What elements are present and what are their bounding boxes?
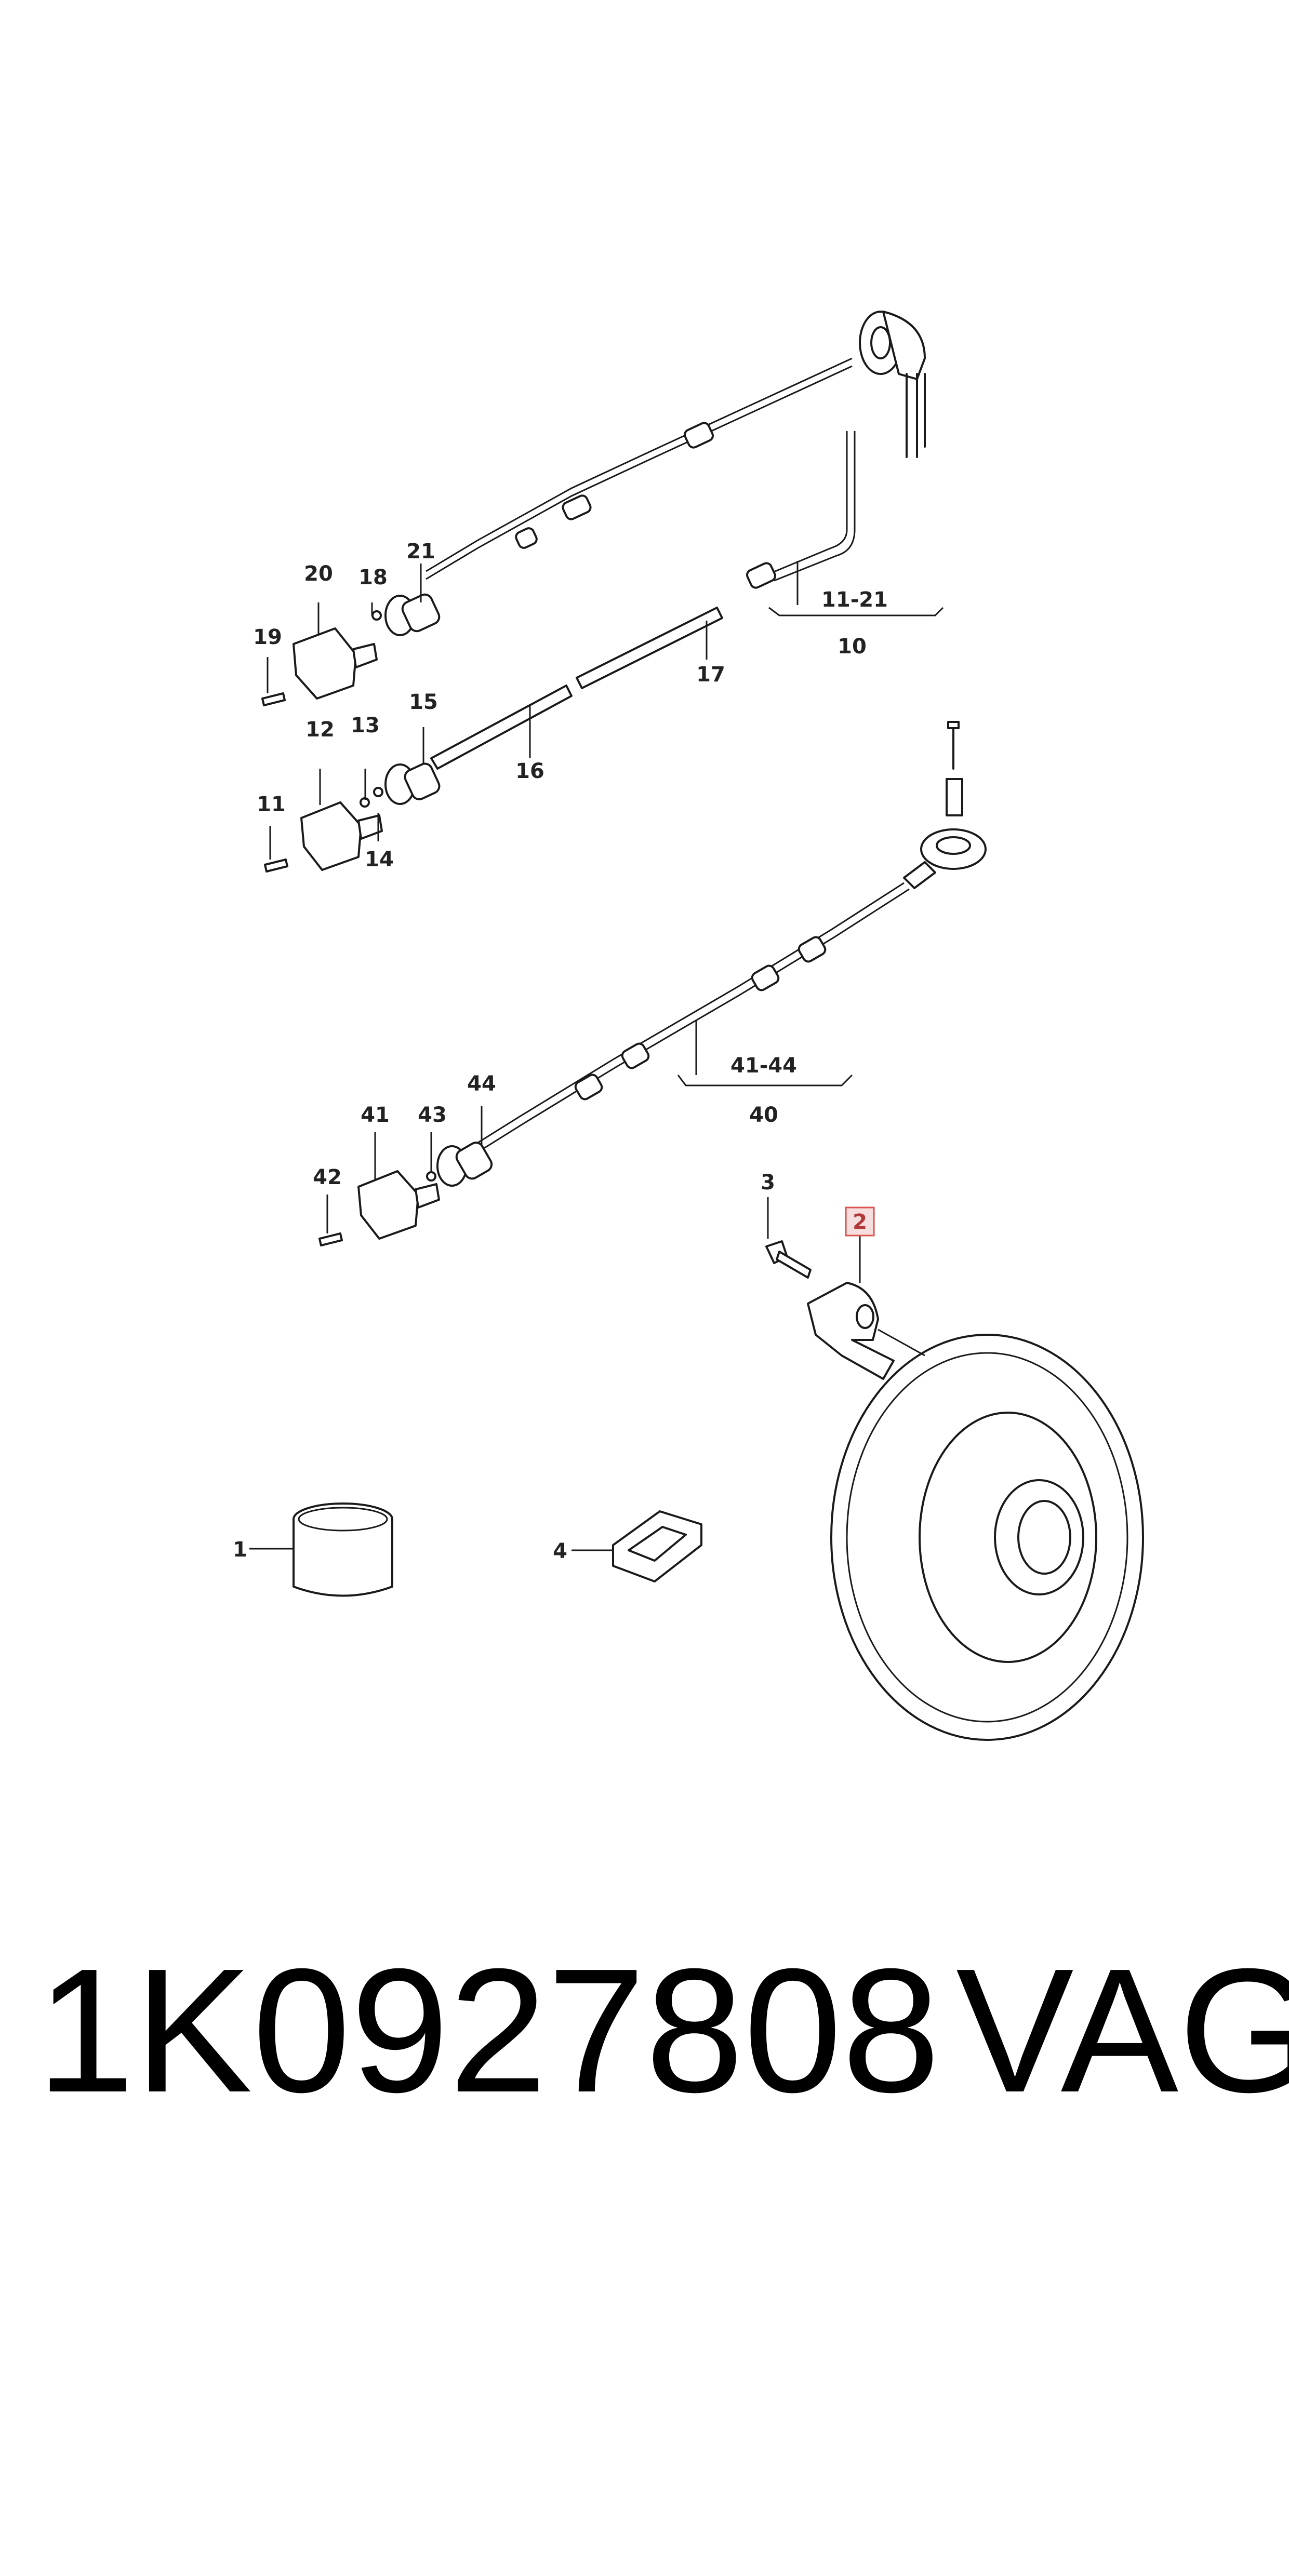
callout-40: 40 xyxy=(749,1103,778,1127)
callout-41: 41 xyxy=(361,1103,390,1127)
connector-21 xyxy=(384,593,441,636)
brand-name: VAG xyxy=(956,1932,1289,2129)
connector-44 xyxy=(436,1142,493,1187)
callout-14: 14 xyxy=(365,848,394,871)
callout-44: 44 xyxy=(467,1072,496,1096)
callout-15: 15 xyxy=(409,690,438,714)
leader-lines-middle xyxy=(326,1021,853,1233)
brake-disc xyxy=(830,1334,1144,1741)
screw-42 xyxy=(318,1232,343,1246)
callout-16: 16 xyxy=(515,759,544,783)
callout-42: 42 xyxy=(313,1165,342,1189)
callout-10: 10 xyxy=(838,635,867,659)
part-1-sleeve xyxy=(293,1502,393,1597)
callout-18: 18 xyxy=(358,566,388,589)
callout-41-44: 41-44 xyxy=(730,1054,797,1078)
callout-13: 13 xyxy=(351,714,380,737)
callout-17: 17 xyxy=(696,663,725,687)
part-number: 1K0927808 xyxy=(36,1932,940,2129)
screw-11 xyxy=(264,858,288,873)
middle-harness xyxy=(318,721,987,1246)
callout-1: 1 xyxy=(233,1538,247,1562)
speed-sensor-2 xyxy=(807,1282,895,1380)
sensor-12 xyxy=(300,787,383,871)
callout-labels: 21 20 18 19 11-21 10 17 15 16 12 13 11 1… xyxy=(233,540,888,1563)
callout-21: 21 xyxy=(406,540,435,564)
callout-43: 43 xyxy=(418,1103,447,1127)
screw-19 xyxy=(261,692,286,706)
footer: 1K0927808 VAG xyxy=(0,1922,1289,2140)
parts-diagram: 21 20 18 19 11-21 10 17 15 16 12 13 11 1… xyxy=(233,311,1144,1741)
bolt-3 xyxy=(765,1240,812,1279)
grommet-top xyxy=(859,311,926,380)
connector-15 xyxy=(384,762,441,805)
callout-11-21: 11-21 xyxy=(821,588,888,612)
callout-19: 19 xyxy=(253,625,282,649)
part-4-grommet xyxy=(612,1510,702,1582)
upper-harness xyxy=(261,311,926,873)
sensor-20 xyxy=(293,610,382,700)
callout-2-highlight: 2 xyxy=(845,1206,875,1237)
callout-2: 2 xyxy=(853,1210,867,1234)
grommet-middle xyxy=(920,828,987,870)
sensor-41 xyxy=(357,1170,440,1240)
callout-20: 20 xyxy=(304,562,333,586)
callout-3: 3 xyxy=(761,1171,775,1195)
callout-11: 11 xyxy=(257,793,286,816)
callout-12: 12 xyxy=(305,718,335,742)
leader-lines-upper xyxy=(267,561,944,860)
callout-4: 4 xyxy=(553,1539,567,1563)
